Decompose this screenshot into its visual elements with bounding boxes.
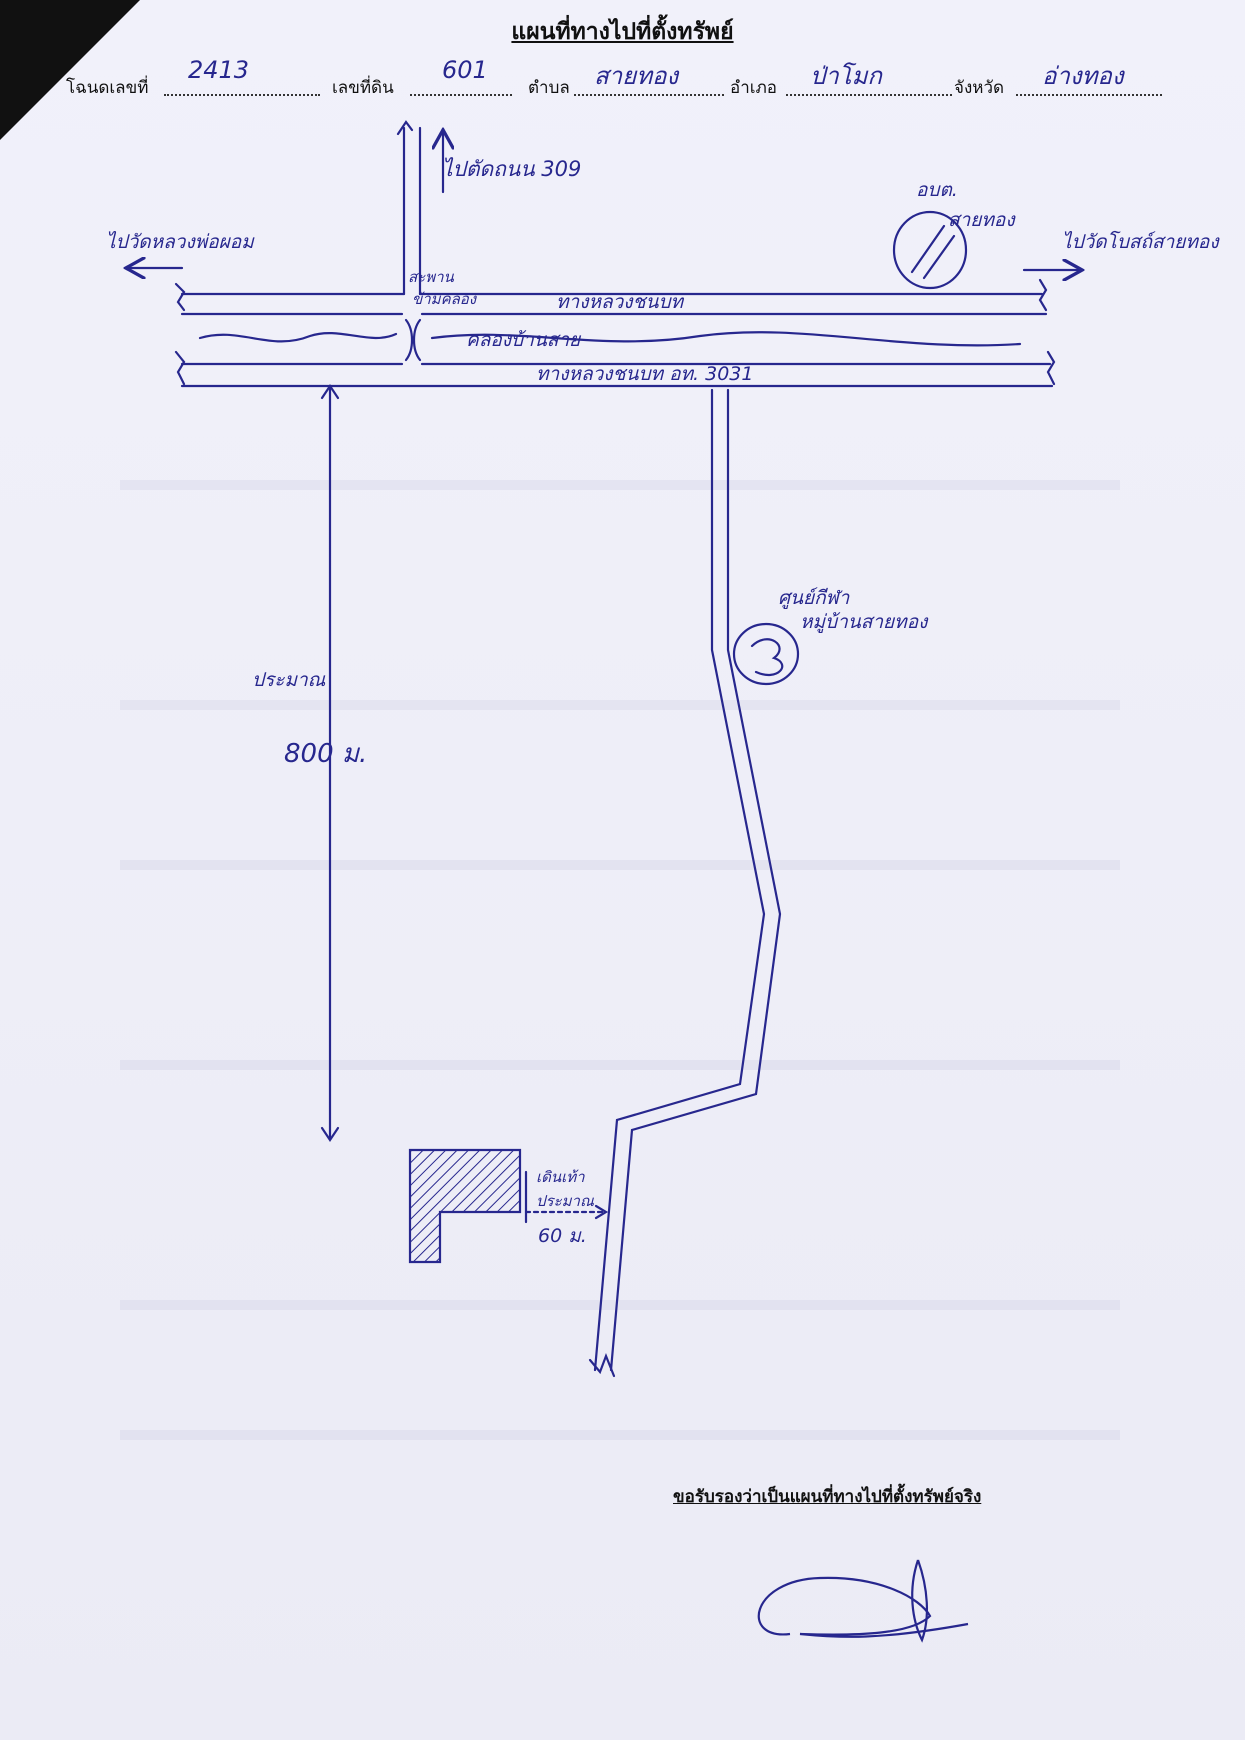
label-bridge-2: ข้ามคลอง xyxy=(412,290,478,308)
label-canal: คลองบ้านสาย xyxy=(466,329,582,351)
side-road-edge-right xyxy=(609,388,782,1372)
road-break-right-bottom xyxy=(1046,350,1056,386)
canal-wave-left xyxy=(198,332,398,343)
show-through-line xyxy=(120,700,1120,710)
subdistrict-dots xyxy=(574,94,724,96)
label-sao-office: อบต. xyxy=(916,179,958,201)
province-label: จังหวัด xyxy=(954,78,1005,98)
scan-corner xyxy=(0,0,140,140)
label-rural-road-top: ทางหลวงชนบท xyxy=(556,291,685,313)
certification-statement: ขอรับรองว่าเป็นแผนที่ทางไปที่ตั้งทรัพย์จ… xyxy=(673,1487,982,1507)
province-value: อ่างทอง xyxy=(1042,62,1124,90)
road-break-left-bottom xyxy=(174,350,186,386)
district-value: ป่าโมก xyxy=(810,62,882,90)
land-value: 601 xyxy=(442,56,488,84)
bridge-arc-left xyxy=(404,318,414,362)
deed-value: 2413 xyxy=(188,56,250,84)
show-through-line xyxy=(120,1430,1120,1440)
side-road-edge-left xyxy=(593,388,766,1372)
show-through-line xyxy=(120,1300,1120,1310)
label-walk-2: ประมาณ xyxy=(536,1192,595,1210)
district-dots xyxy=(786,94,952,96)
label-to-wat-luang-pho: ไปวัดหลวงพ่อผอม xyxy=(106,230,255,253)
show-through-line xyxy=(120,480,1120,490)
canal-wave-right xyxy=(430,331,1022,347)
sao-office-symbol xyxy=(892,210,968,290)
label-approx: ประมาณ xyxy=(252,669,326,691)
sao-hatch-2 xyxy=(922,234,956,280)
distance-arrow-bottom xyxy=(320,1126,340,1142)
label-rural-road-bottom: ทางหลวงชนบท อท. 3031 xyxy=(536,363,753,385)
land-dots xyxy=(410,94,512,96)
property-footprint xyxy=(408,1148,522,1264)
distance-arrow-top xyxy=(320,384,340,400)
district-label: อำเภอ xyxy=(730,78,777,98)
sao-hatch-1 xyxy=(910,224,946,274)
label-bridge-1: สะพาน xyxy=(408,268,455,286)
sports-center-mark xyxy=(750,638,784,677)
label-sports-center-1: ศูนย์กีฬา xyxy=(778,587,851,609)
deed-header: โฉนดเลขที่ 2413 เลขที่ดิน 601 ตำบล สายทอ… xyxy=(66,56,1166,102)
north-road-break xyxy=(396,120,414,136)
land-label: เลขที่ดิน xyxy=(332,78,394,98)
road-break-left-top xyxy=(174,282,186,312)
show-through-line xyxy=(120,1060,1120,1070)
sports-center-symbol xyxy=(732,622,800,686)
label-to-wat-bot: ไปวัดโบสถ์สายทอง xyxy=(1062,230,1220,253)
label-walk-1: เดินเท้า xyxy=(536,1168,585,1186)
road-break-right-top xyxy=(1038,278,1048,312)
deed-dots xyxy=(164,94,320,96)
label-sao-office-place: สายทอง xyxy=(948,209,1016,231)
side-road-break xyxy=(588,1352,616,1378)
show-through-line xyxy=(120,860,1120,870)
deed-label: โฉนดเลขที่ xyxy=(66,78,149,98)
subdistrict-label: ตำบล xyxy=(528,78,570,98)
label-walk-distance: 60 ม. xyxy=(538,1225,587,1247)
label-approx-distance: 800 ม. xyxy=(284,739,367,769)
page-title: แผนที่ทางไปที่ตั้งทรัพย์ xyxy=(511,19,734,45)
label-to-road-309: ไปตัดถนน 309 xyxy=(442,157,581,181)
province-dots xyxy=(1016,94,1162,96)
bridge-arc-right xyxy=(412,318,422,362)
label-sports-center-2: หมู่บ้านสายทอง xyxy=(800,611,929,633)
subdistrict-value: สายทอง xyxy=(594,62,679,90)
signature xyxy=(757,1559,969,1643)
walk-arrow-head xyxy=(594,1204,609,1220)
